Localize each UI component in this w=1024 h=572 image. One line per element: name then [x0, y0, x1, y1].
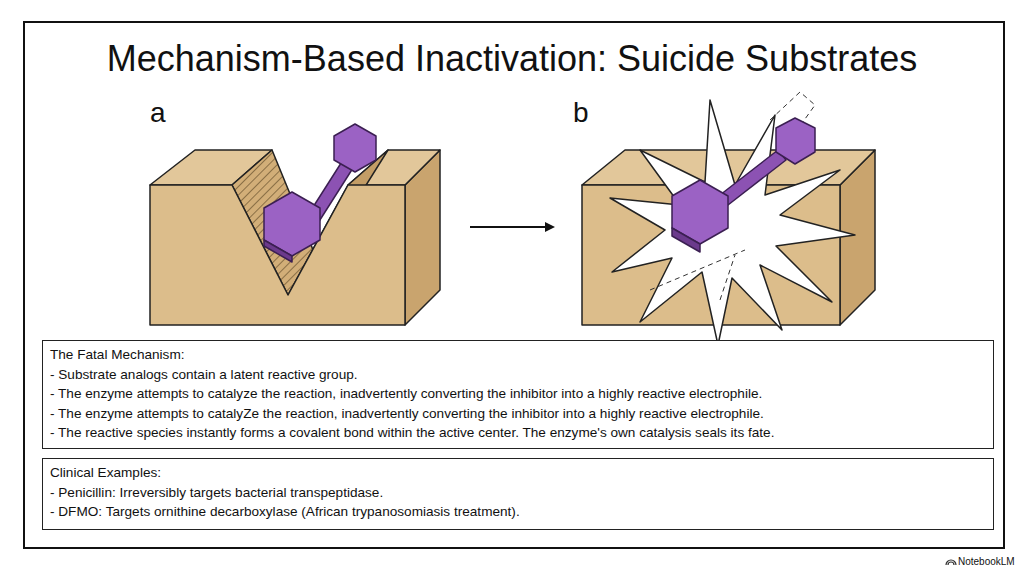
- panel-letter: a: [150, 98, 166, 129]
- bullet-text: - The enzyme attempts to catalyze the re…: [50, 384, 986, 404]
- watermark-icon: [946, 560, 956, 565]
- enzyme-block-a: [150, 150, 440, 325]
- outer-frame: [24, 22, 1004, 548]
- bullet-text: - Substrate analogs contain a latent rea…: [50, 365, 986, 385]
- text-panel: Clinical Examples:- Penicillin: Irrevers…: [42, 458, 994, 530]
- starburst: [610, 100, 855, 345]
- panel-heading: The Fatal Mechanism:: [50, 345, 986, 365]
- inhibitor-molecule-b: [672, 118, 815, 252]
- substrate-molecule-a: [264, 124, 376, 262]
- bullet-text: - The enzyme attempts to catalyZe the re…: [50, 404, 986, 424]
- watermark: NotebookLM: [958, 556, 1015, 567]
- bullet-text: - DFMO: Targets ornithine decarboxylase …: [50, 502, 986, 522]
- bullet-text: - Penicillin: Irreversibly targets bacte…: [50, 483, 986, 503]
- text-panel: The Fatal Mechanism:- Substrate analogs …: [42, 340, 994, 449]
- transition-arrow: [470, 226, 553, 228]
- dashed-outline: [650, 92, 815, 300]
- panel-letter: b: [573, 98, 589, 129]
- diagram-title: Mechanism-Based Inactivation: Suicide Su…: [0, 38, 1024, 80]
- panel-heading: Clinical Examples:: [50, 463, 986, 483]
- bullet-text: - The reactive species instantly forms a…: [50, 423, 986, 443]
